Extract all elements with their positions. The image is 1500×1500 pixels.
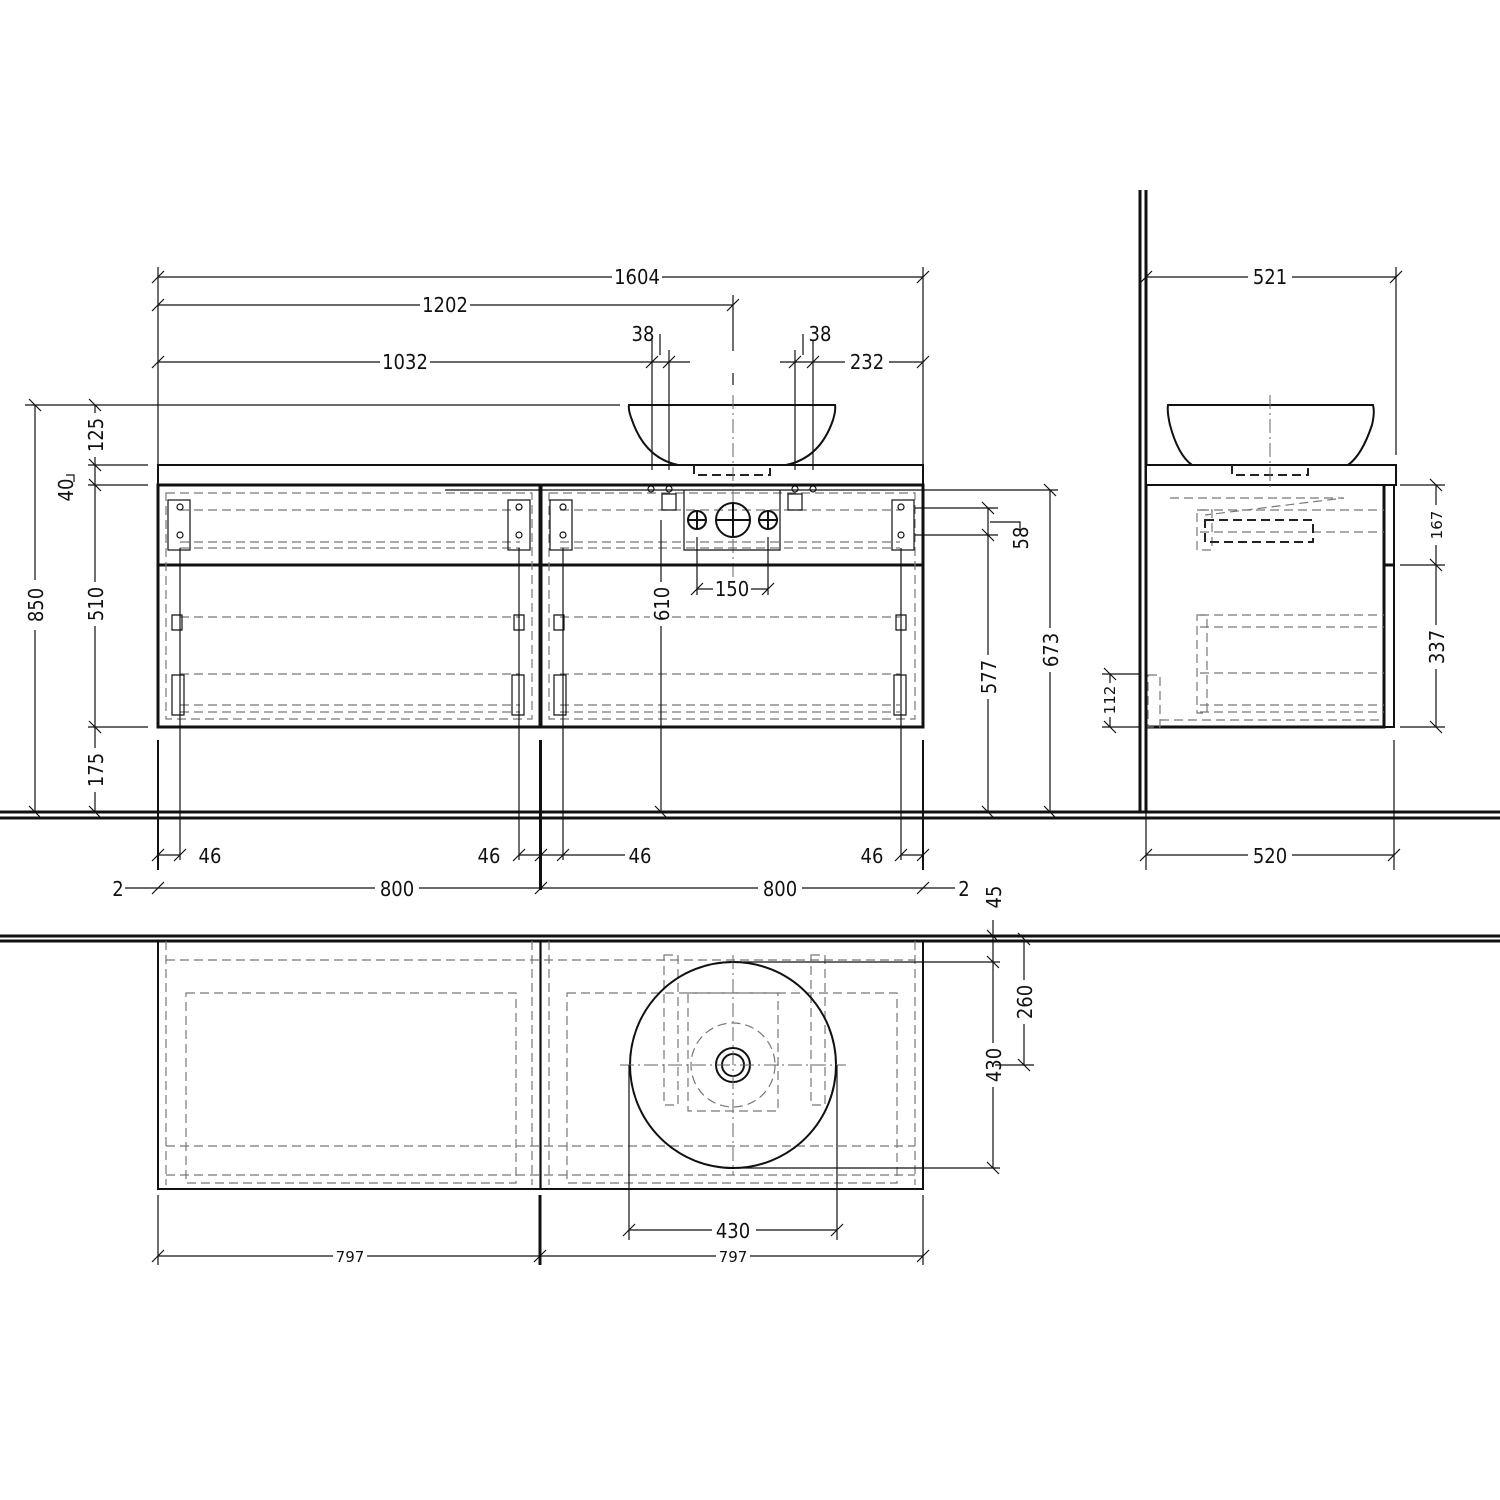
hidden-lines-left [165,492,533,720]
dim-2-right: 2 [958,877,969,901]
plan-view: 45 430 260 430 797 797 [0,886,1500,1266]
dim-167: 167 [1428,511,1446,540]
dimension-top: 1604 1202 1032 232 38 38 [151,265,930,470]
dim-797-right: 797 [719,1248,748,1266]
dim-38-left: 38 [632,322,655,346]
floor-line [0,810,1500,820]
dim-800-left: 800 [380,877,414,901]
dimension-bottom: 46 46 46 46 2 800 800 2 [112,844,969,901]
dim-430-horizontal: 430 [716,1219,750,1243]
dim-260: 260 [1013,985,1037,1019]
dim-577: 577 [977,660,1001,694]
dim-58: 58 [1009,527,1033,550]
dim-1202: 1202 [422,293,468,317]
dim-673: 673 [1039,633,1063,667]
side-washbasin [1166,404,1375,466]
dim-2-left: 2 [112,877,123,901]
dim-112: 112 [1101,686,1119,715]
dimension-left: 850 125 510 175 40 [24,398,620,819]
dim-45: 45 [982,886,1006,909]
dim-40: 40 [54,479,78,502]
dim-46-a: 46 [199,844,222,868]
dim-800-right: 800 [763,877,797,901]
side-view: 521 167 337 112 520 [1100,190,1449,870]
dimension-right: 58 577 673 [445,483,1063,819]
dim-175: 175 [84,753,108,787]
dim-1604: 1604 [614,265,660,289]
dim-797-left: 797 [336,1248,365,1266]
dimension-inner: 610 150 [650,537,775,819]
dim-232: 232 [850,350,884,374]
dim-337: 337 [1425,630,1449,664]
hidden-lines-right [548,485,916,720]
dim-610: 610 [650,587,674,621]
dim-46-c: 46 [629,844,652,868]
dim-38-right: 38 [809,322,832,346]
front-view: 1604 1202 1032 232 38 38 850 [0,265,1500,901]
dim-125: 125 [84,418,108,452]
cabinet-left [156,483,542,729]
dim-520: 520 [1253,844,1287,868]
dim-521: 521 [1253,265,1287,289]
dim-510: 510 [84,587,108,621]
dim-150: 150 [715,577,749,601]
dim-46-b: 46 [478,844,501,868]
washbasin [627,404,837,466]
dim-1032: 1032 [382,350,428,374]
dim-46-d: 46 [861,844,884,868]
dim-850: 850 [24,588,48,622]
countertop [157,464,924,486]
cabinet-right [539,483,925,729]
